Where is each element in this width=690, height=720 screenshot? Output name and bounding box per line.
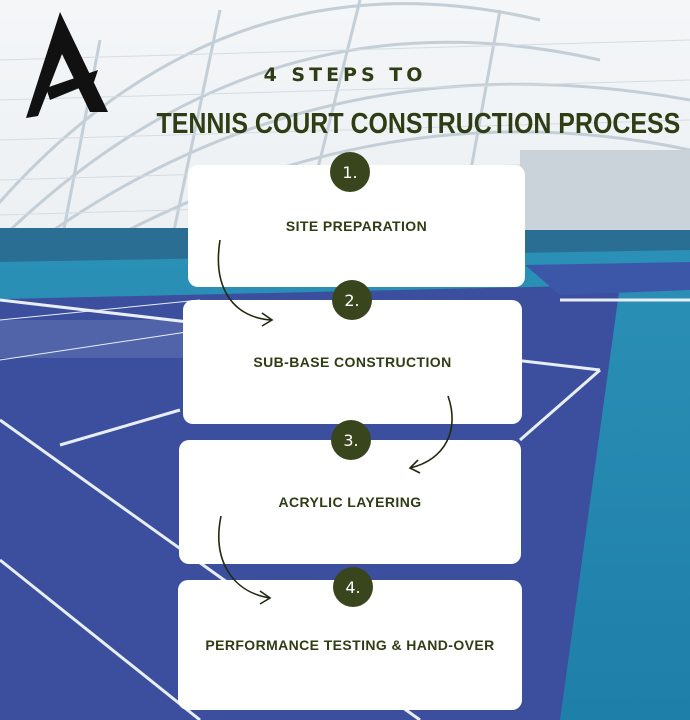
step-number-badge: 2. (332, 280, 372, 320)
step-label: SUB-BASE CONSTRUCTION (253, 354, 452, 370)
triangle-a-logo-icon (26, 12, 108, 118)
step-label: SITE PREPARATION (285, 218, 428, 234)
step-label: PERFORMANCE TESTING & HAND-OVER (205, 637, 495, 653)
page-title: TENNIS COURT CONSTRUCTION PROCESS (156, 108, 681, 140)
step-number-badge: 3. (331, 420, 371, 460)
subtitle: 4 STEPS TO (263, 64, 427, 86)
step-number-badge: 4. (333, 567, 373, 607)
step-number-badge: 1. (330, 152, 370, 192)
step-label: ACRYLIC LAYERING (278, 494, 422, 510)
